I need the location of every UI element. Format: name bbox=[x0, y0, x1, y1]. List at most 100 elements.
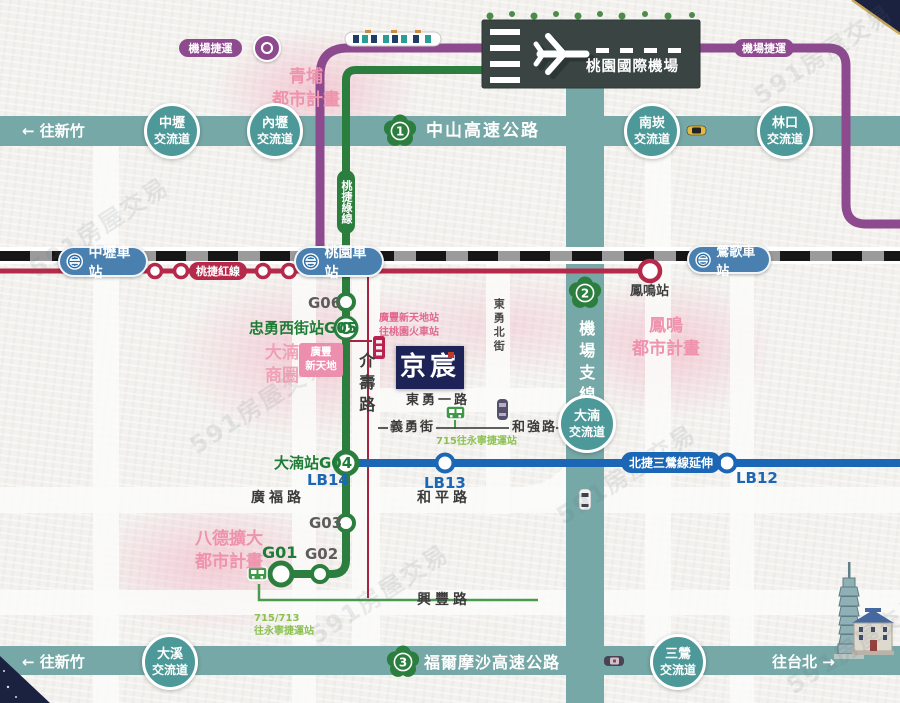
interchange-name: 南崁 bbox=[638, 116, 665, 131]
tra-station-name: 鶯歌車站 bbox=[716, 244, 756, 279]
station-label-g04: 大湳站G04 bbox=[274, 454, 353, 472]
road-label-yiyong: 義勇街 bbox=[390, 420, 436, 435]
note-line: 廣豐新天地站 bbox=[379, 313, 439, 324]
g04-marker bbox=[332, 449, 360, 477]
tra-logo-icon bbox=[695, 251, 711, 268]
note-line: 715/713 bbox=[254, 613, 300, 624]
area-danan-business: 大湳 商圈 bbox=[262, 342, 302, 388]
interchange-neili: 內壢 交流道 bbox=[247, 103, 303, 159]
hw1-name: 中山高速公路 bbox=[426, 121, 540, 141]
area-line: 大湳 bbox=[265, 343, 299, 363]
g02-marker bbox=[310, 564, 330, 584]
runway-center-dashes bbox=[596, 48, 681, 53]
interchange-name: 大溪 bbox=[156, 647, 183, 662]
road-label-dongyong-1st: 東勇一路 bbox=[406, 393, 471, 408]
road-label-dongyong-north: 東勇北街 bbox=[492, 298, 506, 354]
shrub-icons bbox=[486, 11, 695, 20]
area-line: 八德擴大 bbox=[195, 529, 263, 549]
airport-mrt-label: 機場捷運 bbox=[179, 39, 242, 57]
area-line: 都市計畫 bbox=[195, 551, 263, 572]
area-fengming: 鳳鳴 都市計畫 bbox=[620, 315, 712, 361]
hw3-direction-west: ← 往新竹 bbox=[22, 653, 85, 671]
street-grid bbox=[0, 140, 900, 703]
airport-mrt-label-text: 機場捷運 bbox=[188, 42, 233, 55]
airport-runway bbox=[481, 11, 701, 89]
bus-route-note-south: 715/713 往永寧捷運站 bbox=[254, 612, 314, 638]
station-label-g03: G03 bbox=[309, 514, 343, 532]
airport-name: 桃園國際機場 bbox=[586, 59, 679, 75]
green-line-label-text: 桃捷綠線 bbox=[340, 180, 353, 224]
tra-station-yingge: 鶯歌車站 bbox=[687, 245, 771, 279]
interchange-suffix: 交流道 bbox=[633, 131, 670, 146]
tra-railway bbox=[0, 247, 900, 264]
interchange-name: 三鶯 bbox=[664, 647, 691, 662]
tra-station-name: 桃園車站 bbox=[324, 244, 367, 281]
area-line: 都市計畫 bbox=[632, 338, 700, 359]
fengming-station-label: 鳳鳴站 bbox=[630, 284, 670, 299]
interchange-zhongli: 中壢 交流道 bbox=[144, 103, 200, 159]
bus-route-note-center: 715往永寧捷運站 bbox=[436, 436, 517, 447]
seal-icon bbox=[448, 352, 454, 358]
interchange-danan: 大湳 交流道 bbox=[558, 395, 616, 453]
project-logo: 京宸 bbox=[396, 346, 464, 389]
building-icon bbox=[852, 608, 894, 655]
interchange-suffix: 交流道 bbox=[659, 662, 696, 677]
hw3-direction-taipei: 往台北 → bbox=[772, 653, 835, 671]
red-line-label: 桃捷紅線 bbox=[189, 262, 247, 280]
car-icon bbox=[497, 399, 508, 420]
airport-mrt-label-text: 機場捷運 bbox=[742, 42, 786, 55]
hw1-direction-west: ← 往新竹 bbox=[22, 122, 85, 140]
lb12-marker bbox=[716, 452, 738, 474]
interchange-name: 內壢 bbox=[261, 116, 288, 131]
hw3-name: 福爾摩沙高速公路 bbox=[424, 653, 561, 672]
tra-station-taoyuan: 桃園車站 bbox=[294, 245, 384, 281]
shield-2-number: 2 bbox=[581, 287, 589, 301]
station-label-lb14: LB14 bbox=[307, 471, 349, 489]
airplane-icon bbox=[533, 33, 590, 75]
tra-station-zhongli: 中壢車站 bbox=[58, 245, 148, 281]
road-label-xingfeng: 興豐路 bbox=[417, 592, 471, 608]
station-label-g02: G02 bbox=[305, 545, 339, 563]
station-label-lb13: LB13 bbox=[424, 474, 466, 492]
metro-logo-icon bbox=[253, 34, 281, 62]
station-label-lb12: LB12 bbox=[736, 469, 778, 487]
interchange-daxi: 大溪 交流道 bbox=[142, 634, 198, 690]
red-line-label-text: 桃捷紅線 bbox=[196, 265, 240, 278]
note-line: 往桃園火車站 bbox=[379, 326, 439, 338]
interchange-sanying: 三鶯 交流道 bbox=[650, 634, 706, 690]
interchange-suffix: 交流道 bbox=[568, 424, 605, 439]
interchange-suffix: 交流道 bbox=[766, 131, 803, 146]
shield-1-number: 1 bbox=[396, 125, 404, 139]
road-label-heqiang: 和強路 bbox=[512, 420, 558, 435]
road-label-jieshou: 介壽路 bbox=[356, 352, 376, 418]
highway-shield-icon: 3 bbox=[386, 645, 420, 677]
interchange-suffix: 交流道 bbox=[153, 131, 190, 146]
area-line: 青埔 bbox=[289, 67, 323, 87]
bus-icon bbox=[445, 405, 466, 420]
interchange-suffix: 交流道 bbox=[256, 131, 293, 146]
interchange-nankan: 南崁 交流道 bbox=[624, 103, 680, 159]
guangfeng-station-note: 廣豐新天地站 往桃園火車站 bbox=[379, 312, 439, 339]
area-line: 商圈 bbox=[265, 365, 299, 386]
interchange-name: 大湳 bbox=[573, 409, 600, 424]
fengming-station-marker bbox=[637, 258, 663, 284]
road-label-heping: 和平路 bbox=[417, 490, 471, 506]
guangfeng-mall-box: 廣豐 新天地 bbox=[299, 343, 343, 377]
guangfeng-line: 廣豐 bbox=[310, 346, 332, 359]
interchange-name: 林口 bbox=[771, 116, 798, 131]
blue-line-label-text: 北捷三鶯線延伸 bbox=[628, 456, 713, 470]
tra-logo-icon bbox=[66, 253, 84, 270]
car-icon bbox=[604, 656, 624, 666]
road-label-guangfu: 廣福路 bbox=[251, 490, 305, 506]
blue-line-label: 北捷三鶯線延伸 bbox=[621, 452, 721, 473]
interchange-suffix: 交流道 bbox=[151, 662, 188, 677]
car-icon bbox=[578, 488, 592, 511]
runway-threshold-stripes bbox=[490, 29, 520, 83]
train-icon bbox=[344, 30, 442, 47]
tra-station-name: 中壢車站 bbox=[88, 244, 131, 281]
interchange-linkou: 林口 交流道 bbox=[757, 103, 813, 159]
interchange-name: 中壢 bbox=[158, 116, 185, 131]
note-line: 往永寧捷運站 bbox=[254, 626, 314, 637]
